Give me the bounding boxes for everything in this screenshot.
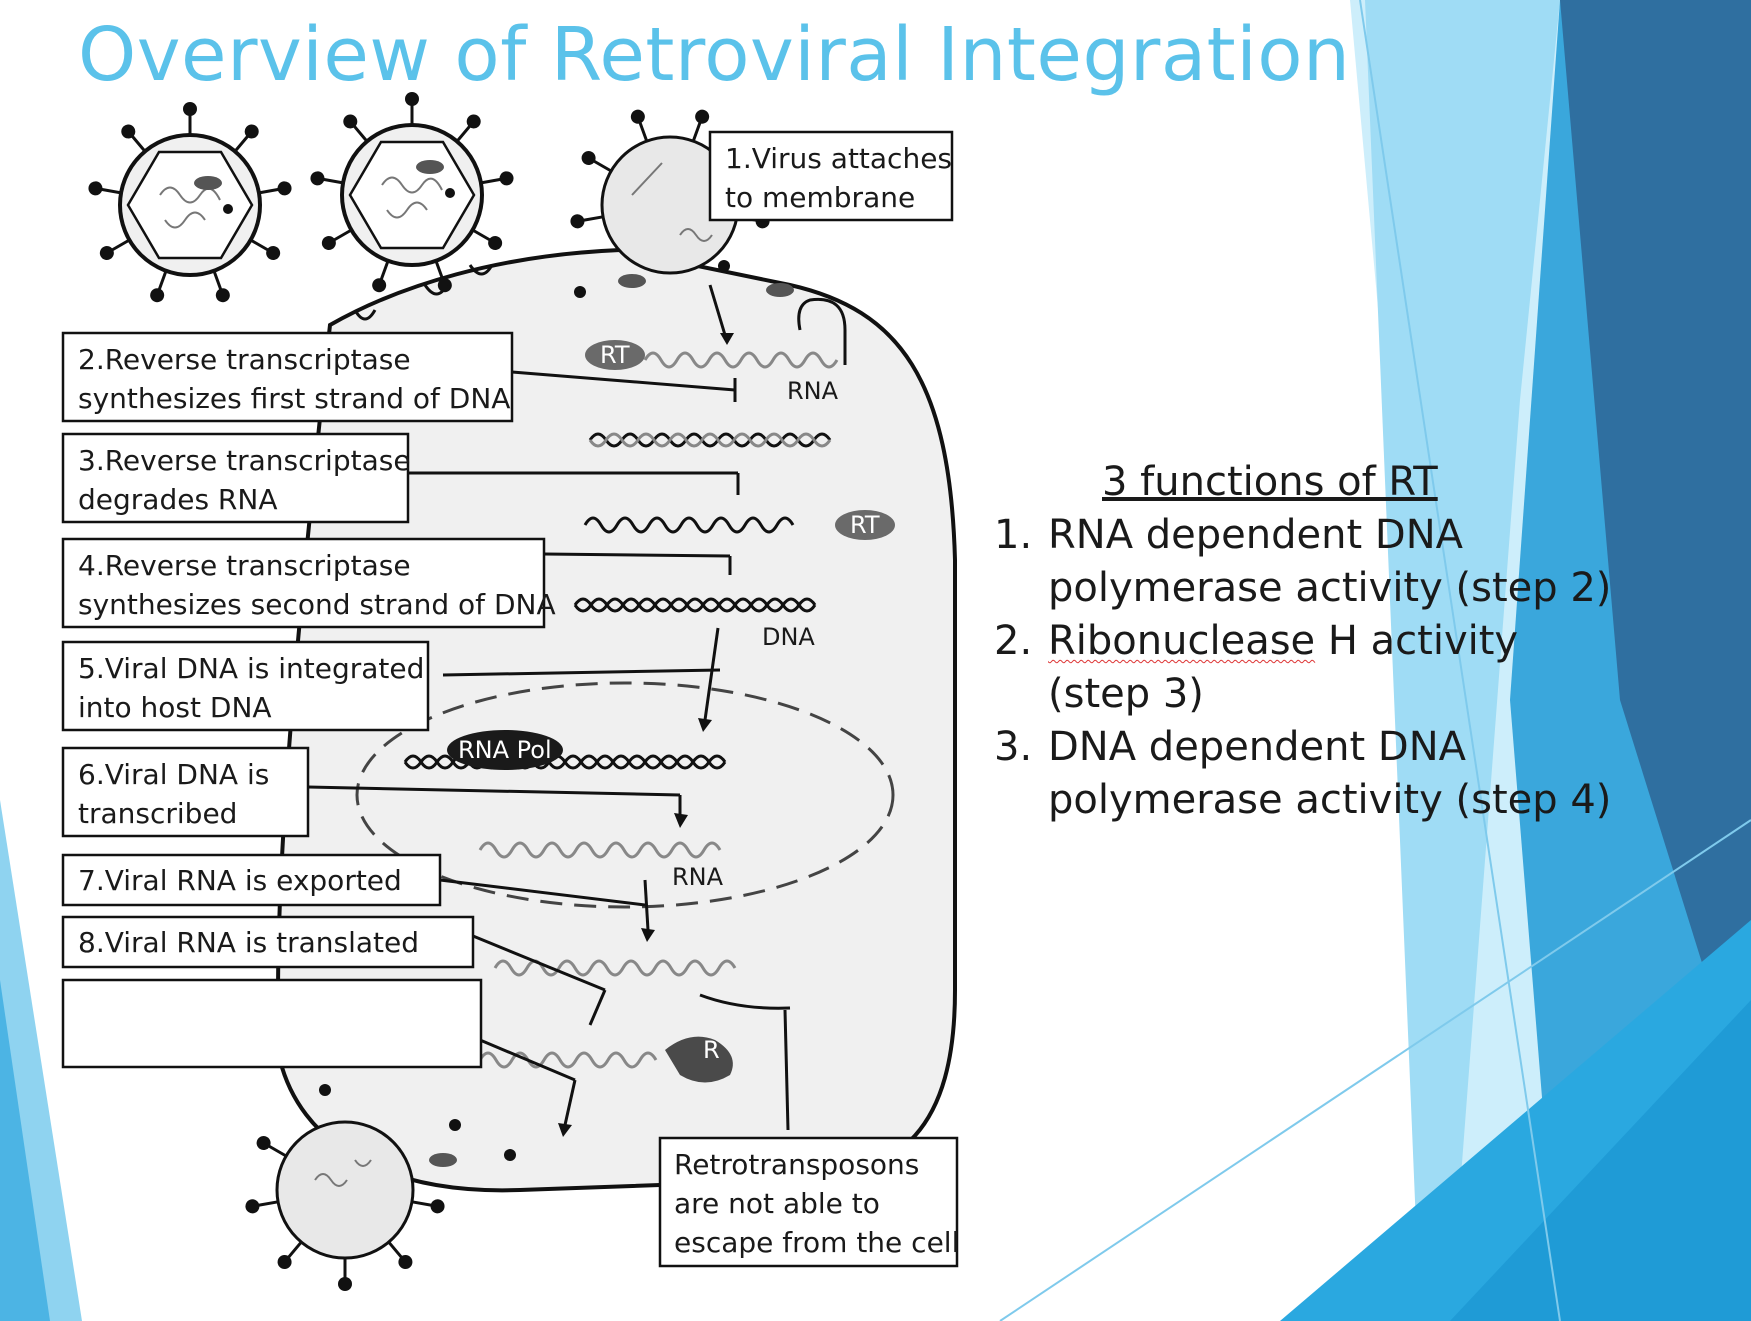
step-line: 6.Viral DNA is: [78, 758, 269, 791]
translated-rna: [478, 1051, 658, 1069]
step-box-2: 2.Reverse transcriptase synthesizes firs…: [61, 331, 514, 423]
capsid-fragment: [429, 1153, 457, 1167]
facet-line-1: [999, 819, 1751, 1321]
left-facet-mid: [0, 980, 50, 1321]
rna-polymerase: [447, 730, 563, 770]
nucleus-envelope: [355, 681, 895, 909]
rt-function-item: 2. Ribonuclease H activity (step 3): [990, 615, 1630, 721]
retrotransposon-note: Retrotransposons are not able to escape …: [658, 1136, 959, 1268]
step-line: to membrane: [725, 181, 915, 214]
rt-functions-panel: 3 functions of RT 1. RNA dependent DNA p…: [990, 456, 1630, 827]
spike-fragment: [718, 260, 730, 272]
step-box-7: 7.Viral RNA is exported: [61, 853, 442, 907]
ribosome: [665, 1036, 733, 1083]
note-line: Retrotransposons: [674, 1148, 919, 1181]
membrane-receptor: [423, 284, 449, 296]
rna-label: RNA: [787, 377, 839, 405]
budding-virus: [242, 1120, 448, 1293]
item-number: 2.: [994, 618, 1033, 664]
rt-functions-list: 1. RNA dependent DNA polymerase activity…: [990, 509, 1630, 827]
step-box-4: 4.Reverse transcriptase synthesizes seco…: [61, 537, 556, 629]
step-line: synthesizes first strand of DNA: [78, 382, 510, 415]
double-stranded-dna-2: [573, 597, 817, 613]
spike-fragment: [319, 1084, 331, 1096]
right-facet-light: [1365, 0, 1560, 1321]
rna-strand: [643, 351, 839, 369]
step-line: 2.Reverse transcriptase: [78, 343, 411, 376]
step-line: 3.Reverse transcriptase: [78, 444, 411, 477]
step-box-6: 6.Viral DNA is transcribed: [61, 746, 310, 838]
slide-title: Overview of Retroviral Integration: [78, 12, 1351, 98]
item-text: DNA dependent DNA polymerase activity (s…: [1048, 724, 1612, 823]
pathway-arrows: [307, 284, 791, 1131]
rna-label: RNA: [672, 863, 724, 891]
step-line: 8.Viral RNA is translated: [78, 926, 419, 959]
rna-pol-label: RNA Pol: [458, 736, 552, 764]
right-facet-teal: [1450, 1000, 1751, 1321]
note-line: escape from the cell: [674, 1226, 959, 1259]
step-box-8: 8.Viral RNA is translated: [61, 915, 475, 969]
rna-dna-hybrid: [588, 432, 832, 448]
step-box-5: 5.Viral DNA is integrated into host DNA: [61, 640, 430, 732]
rt-function-item: 3. DNA dependent DNA polymerase activity…: [990, 721, 1630, 827]
capsid-fragment: [766, 283, 794, 297]
arrow-heads: [558, 333, 734, 1137]
spike-fragment: [574, 286, 586, 298]
rt-functions-heading: 3 functions of RT: [1102, 459, 1438, 505]
step-line: 1.Virus attaches: [725, 142, 952, 175]
rna-dna-hybrid-2: [588, 432, 832, 448]
step-line: transcribed: [78, 797, 237, 830]
item-number: 3.: [994, 724, 1033, 770]
step-line: 4.Reverse transcriptase: [78, 549, 411, 582]
item-number: 1.: [994, 512, 1033, 558]
rt-label: RT: [600, 341, 630, 369]
spellcheck-word: Ribonuclease: [1048, 618, 1316, 664]
dna-label: DNA: [762, 623, 815, 651]
membrane-receptor: [468, 264, 494, 276]
curved-arrow: [797, 297, 847, 365]
right-facet-dark: [1560, 0, 1751, 1120]
note-line: are not able to: [674, 1187, 880, 1220]
rt-function-item: 1. RNA dependent DNA polymerase activity…: [990, 509, 1630, 615]
step-line: degrades RNA: [78, 483, 278, 516]
rt-enzyme: [585, 340, 645, 370]
rt-label: RT: [850, 511, 880, 539]
item-text: RNA dependent DNA polymerase activity (s…: [1048, 512, 1612, 611]
double-stranded-dna: [573, 597, 817, 613]
spike-fragment: [504, 1149, 516, 1161]
step-line: 5.Viral DNA is integrated: [78, 652, 424, 685]
single-dna-strand: [583, 516, 795, 534]
rt-enzyme: [835, 510, 895, 540]
virus-particle: [307, 90, 517, 296]
blank-step-box: [61, 978, 483, 1069]
step-line: 7.Viral RNA is exported: [78, 864, 402, 897]
spike-fragment: [449, 1119, 461, 1131]
ribosome-label: R: [703, 1036, 720, 1064]
membrane-receptor: [353, 309, 377, 321]
step-line: synthesizes second strand of DNA: [78, 588, 556, 621]
capsid-fragment: [618, 274, 646, 288]
item-text: H activity (step 3): [1048, 618, 1519, 717]
step-box-3: 3.Reverse transcriptase degrades RNA: [61, 432, 411, 524]
step-box-1: 1.Virus attaches to membrane: [708, 130, 954, 222]
virus-particle: [85, 100, 295, 306]
facet-line-2: [1359, 0, 1561, 1321]
transcribed-rna: [478, 841, 722, 859]
step-line: into host DNA: [78, 691, 272, 724]
